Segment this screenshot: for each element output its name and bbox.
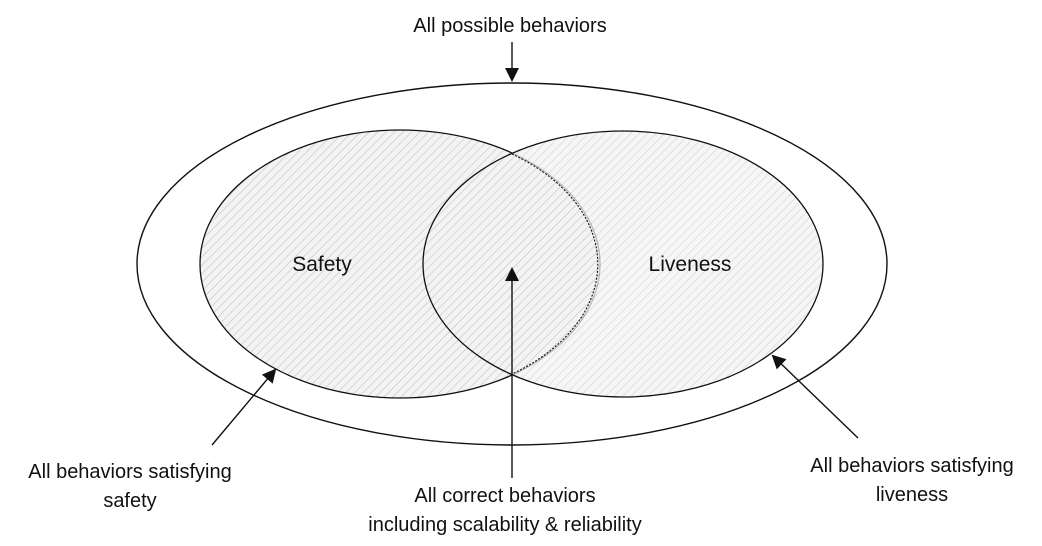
- center-bottom-label-line-1: All correct behaviors: [414, 485, 595, 507]
- top-label: All possible behaviors: [413, 15, 606, 37]
- right-arrow: [771, 354, 859, 439]
- right-bottom-label-line-2: liveness: [876, 484, 948, 506]
- right-bottom-label-line-1: All behaviors satisfying: [810, 455, 1013, 477]
- left-bottom-label-line-2: safety: [103, 490, 156, 512]
- liveness-label: Liveness: [649, 253, 732, 276]
- left-bottom-label-line-1: All behaviors satisfying: [28, 461, 231, 483]
- left-arrow: [211, 368, 277, 446]
- safety-label: Safety: [292, 253, 352, 276]
- liveness-ellipse: [422, 130, 824, 398]
- safety-boundary-overlap: [511, 153, 599, 375]
- center-bottom-label-line-2: including scalability & reliability: [368, 514, 641, 536]
